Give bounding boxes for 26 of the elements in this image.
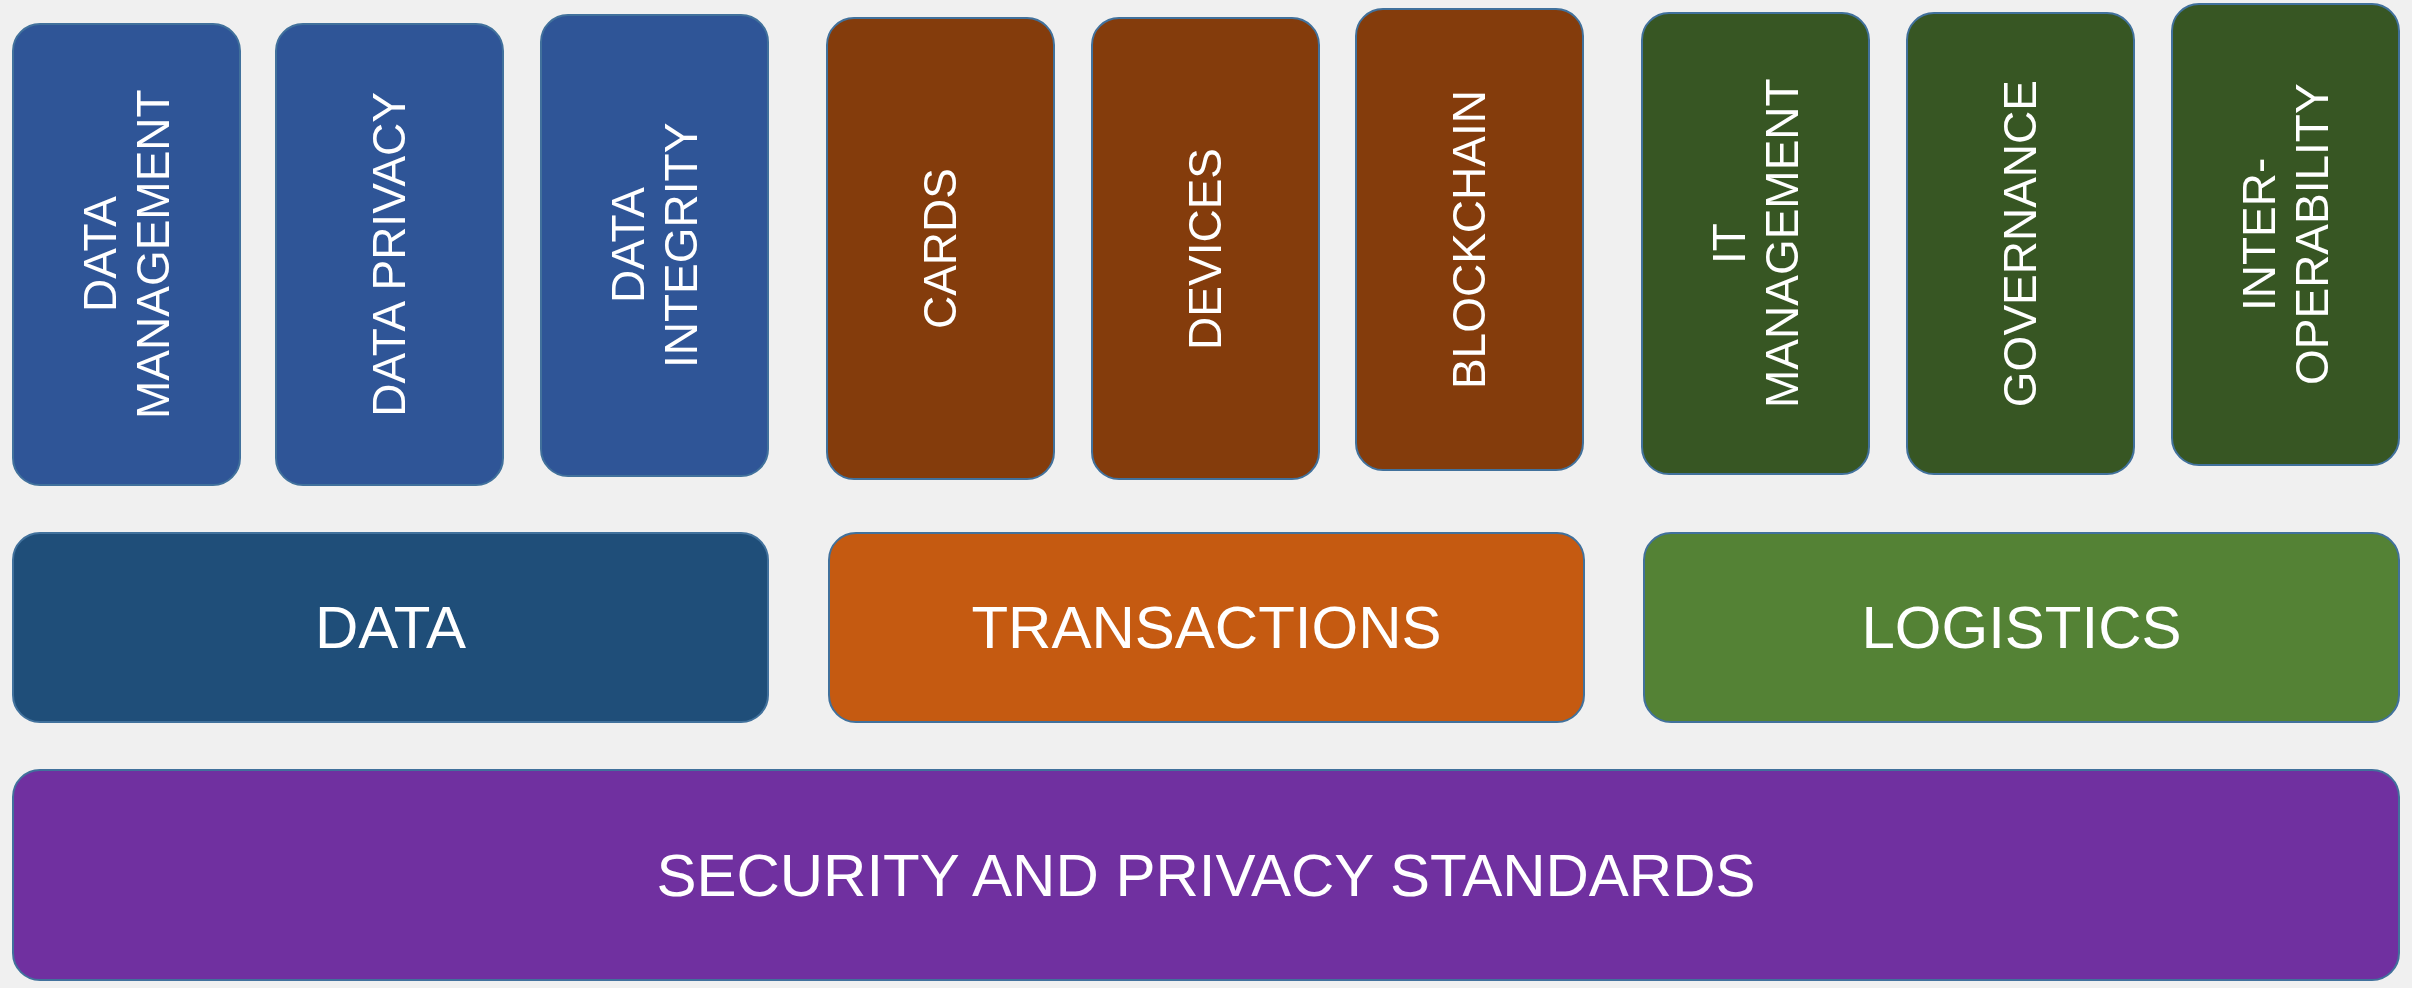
box-label: INTER-OPERABILITY <box>2232 82 2339 388</box>
box-label: BLOCKCHAIN <box>1443 89 1496 390</box>
layer-bar <box>828 532 1585 723</box>
box-label: DATA INTEGRITY <box>601 121 708 371</box>
layer-bar <box>12 532 769 723</box>
box-label: DEVICES <box>1179 147 1232 350</box>
layer-bar <box>12 769 2400 981</box>
box-label: DATA MANAGEMENT <box>73 88 180 422</box>
category-box <box>275 23 504 486</box>
category-box <box>2171 3 2400 466</box>
category-box <box>1355 8 1584 471</box>
layer-label: LOGISTICS <box>1861 593 2182 663</box>
layer-label: SECURITY AND PRIVACY STANDARDS <box>656 840 1756 911</box>
box-label: IT MANAGEMENT <box>1702 77 1809 411</box>
box-label: CARDS <box>914 168 967 329</box>
category-box <box>1641 12 1870 475</box>
category-box <box>1906 12 2135 475</box>
layer-bar <box>1643 532 2400 723</box>
layer-label: TRANSACTIONS <box>971 593 1442 663</box>
box-label: GOVERNANCE <box>1994 79 2047 408</box>
category-box <box>12 23 241 486</box>
box-label: DATA PRIVACY <box>363 92 416 417</box>
layer-label: DATA <box>314 593 467 663</box>
category-box <box>540 14 769 477</box>
category-box <box>1091 17 1320 480</box>
category-box <box>826 17 1055 480</box>
